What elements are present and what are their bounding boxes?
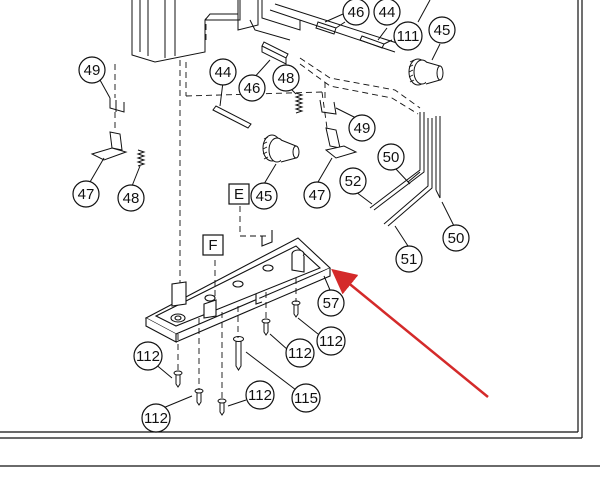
shafts [212, 41, 289, 129]
callout-44-mid: 44 [209, 58, 237, 86]
dashed-leaders [114, 18, 328, 290]
callout-112-d: 112 [285, 338, 315, 368]
callout-112-a: 112 [133, 341, 163, 371]
callout-112-c: 112 [245, 380, 275, 410]
callout-115-label: 115 [294, 390, 318, 407]
callout-47-left-label: 47 [78, 186, 95, 203]
springs-48 [136, 92, 304, 167]
callout-49-left-label: 49 [84, 62, 101, 79]
callout-46-mid-label: 46 [244, 80, 261, 97]
dashed-screw-guides [177, 206, 297, 400]
pin-parts-top [315, 21, 393, 49]
annotation-arrow [331, 268, 489, 398]
callout-48-mid: 48 [272, 64, 300, 92]
gear-45-top [408, 58, 444, 86]
base-plate-57 [144, 230, 331, 343]
callout-112-e: 112 [316, 326, 346, 356]
callout-50-mid-label: 50 [383, 149, 400, 166]
callout-51-label: 51 [401, 251, 418, 268]
reference-box-f-label: F [208, 237, 217, 254]
reference-box-e: E [228, 183, 250, 205]
callout-45-mid: 45 [250, 182, 278, 210]
reference-box-f: F [202, 234, 224, 256]
callout-112-b: 112 [141, 403, 171, 433]
callout-111-label: 111 [397, 28, 420, 45]
gear-45-mid [262, 134, 300, 163]
dashed-leaders-right [299, 57, 421, 115]
brackets [90, 98, 358, 161]
callout-48-left-label: 48 [123, 190, 140, 207]
callout-50-mid: 50 [377, 143, 405, 171]
callout-44-mid-label: 44 [215, 64, 232, 81]
callout-111: 111 [393, 21, 423, 51]
callout-46-mid: 46 [238, 74, 266, 102]
callout-46-top-label: 46 [348, 4, 365, 21]
callout-45-mid-label: 45 [256, 188, 273, 205]
callout-52: 52 [339, 167, 367, 195]
callout-50-right: 50 [442, 224, 470, 252]
callout-49-right-label: 49 [354, 120, 371, 137]
callout-51: 51 [395, 245, 423, 273]
callout-45-top-label: 45 [434, 22, 451, 39]
callout-49-left: 49 [78, 56, 106, 84]
reference-box-e-label: E [234, 186, 244, 203]
callout-49-right: 49 [348, 114, 376, 142]
callout-112-d-label: 112 [288, 345, 312, 362]
callout-115: 115 [291, 383, 321, 413]
callout-47-right: 47 [303, 181, 331, 209]
callout-45-top: 45 [428, 16, 456, 44]
callout-50-right-label: 50 [448, 230, 465, 247]
callout-57: 57 [317, 289, 345, 317]
callout-57-label: 57 [323, 295, 340, 312]
callout-44-top-label: 44 [379, 4, 396, 21]
callout-112-a-label: 112 [136, 348, 160, 365]
callout-112-c-label: 112 [248, 387, 272, 404]
callout-47-right-label: 47 [309, 187, 326, 204]
callout-112-e-label: 112 [319, 333, 343, 350]
guide-wires [369, 112, 441, 227]
callout-112-b-label: 112 [144, 410, 168, 427]
drawing-frame [0, 0, 600, 467]
callout-52-label: 52 [345, 173, 362, 190]
callout-48-left: 48 [117, 184, 145, 212]
callout-48-mid-label: 48 [278, 70, 295, 87]
callout-47-left: 47 [72, 180, 100, 208]
screws [173, 300, 301, 416]
callout-44-top: 44 [373, 0, 401, 26]
callout-46-top: 46 [342, 0, 370, 26]
